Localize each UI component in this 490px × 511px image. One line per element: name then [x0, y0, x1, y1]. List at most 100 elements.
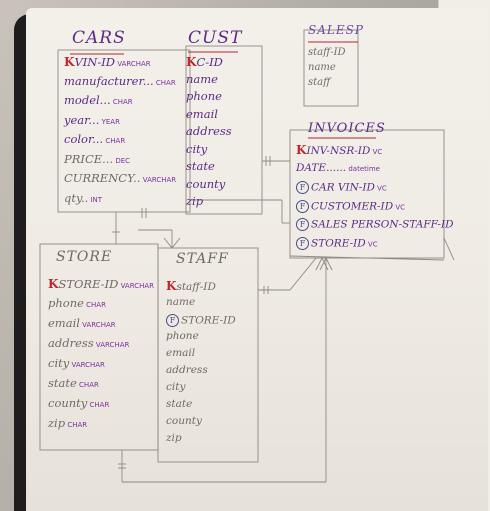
staff-field: phone	[166, 331, 199, 342]
foreign-key-marker: F	[296, 236, 309, 250]
field-name: email	[48, 316, 80, 330]
field-name: city	[48, 356, 70, 370]
store-field: city VARCHAR	[48, 356, 105, 370]
field-name: year...	[64, 112, 100, 127]
store-table-title: STORE	[56, 249, 113, 265]
field-name: address	[186, 124, 232, 138]
field-name: name	[308, 62, 336, 73]
store-field: email VARCHAR	[48, 316, 116, 330]
field-name: STORE-ID	[181, 314, 236, 327]
field-type: CHAR	[76, 381, 99, 389]
store-field: KSTORE-ID VARCHAR	[48, 278, 154, 291]
field-name: zip	[166, 432, 182, 444]
staff-field: state	[166, 399, 192, 410]
field-name: CURRENCY..	[64, 171, 141, 185]
cust-field: county	[186, 176, 226, 191]
staff-field: zip	[166, 433, 182, 444]
notebook-page: CARS KVIN-ID VARCHAR manufacturer... CHAR…	[26, 8, 488, 511]
salesp-field: staff-ID	[308, 48, 346, 58]
staff-field: email	[166, 348, 195, 359]
field-name: phone	[166, 330, 199, 342]
field-type: VC	[370, 148, 383, 156]
field-name: PRICE...	[64, 151, 114, 166]
field-name: county	[186, 176, 226, 191]
foreign-key-marker: F	[296, 218, 309, 231]
cust-field: name	[186, 71, 218, 86]
field-type: YEAR	[99, 117, 120, 126]
field-type: CHAR	[65, 421, 88, 429]
foreign-key-marker: F	[296, 199, 309, 213]
cars-field: KVIN-ID VARCHAR	[64, 56, 151, 69]
primary-key-marker: K	[186, 55, 197, 69]
primary-key-marker: K	[166, 279, 177, 293]
cust-field: state	[186, 159, 215, 173]
cust-field: email	[186, 108, 218, 121]
store-field: county CHAR	[48, 396, 110, 410]
cust-field: KC-ID	[186, 56, 223, 69]
field-name: state	[166, 398, 193, 410]
field-name: phone	[186, 89, 222, 103]
field-type: VARCHAR	[118, 282, 155, 290]
field-type: VC	[393, 203, 406, 211]
field-name: address	[48, 336, 94, 350]
store-field: address VARCHAR	[48, 336, 130, 350]
cars-field: PRICE... DEC	[64, 151, 131, 166]
field-name: C-ID	[196, 55, 223, 69]
field-type: DEC	[113, 156, 131, 165]
field-name: county	[48, 396, 88, 410]
field-type: VARCHAR	[79, 321, 116, 329]
invoices-table-title: INVOICES	[308, 121, 386, 136]
field-name: staff-ID	[176, 281, 216, 293]
cars-field: manufacturer... CHAR	[64, 75, 176, 88]
field-name: SALES PERSON-STAFF-ID	[311, 218, 454, 231]
field-name: staff	[308, 77, 331, 88]
cars-table-box	[57, 49, 191, 213]
field-name: staff-ID	[308, 47, 346, 58]
field-type: CHAR	[110, 98, 133, 106]
foreign-key-marker: F	[166, 314, 179, 327]
cars-field: year... YEAR	[64, 112, 120, 127]
field-type: VARCHAR	[93, 341, 130, 349]
field-name: CUSTOMER-ID	[311, 200, 394, 212]
cars-field: color... CHAR	[64, 133, 126, 146]
staff-field: county	[166, 416, 202, 427]
cust-field: zip	[186, 195, 203, 208]
primary-key-marker: K	[48, 277, 59, 291]
field-type: VC	[365, 240, 378, 248]
field-type: CHAR	[87, 401, 110, 409]
foreign-key-marker: F	[296, 181, 309, 194]
field-name: state	[186, 159, 215, 173]
field-name: city	[186, 141, 208, 156]
field-type: INT	[88, 195, 103, 204]
pencil-diagram-lines	[39, 29, 455, 483]
staff-table-title: STAFF	[176, 251, 229, 267]
field-name: STORE-ID	[311, 237, 366, 249]
field-name: phone	[48, 296, 84, 310]
field-type: CHAR	[83, 301, 106, 309]
staff-field: address	[166, 365, 208, 376]
field-name: qty..	[64, 190, 89, 205]
field-type: CHAR	[153, 78, 176, 87]
staff-table-box	[157, 247, 259, 463]
cars-table-title: CARS	[72, 28, 126, 48]
field-type: VC	[374, 184, 387, 193]
field-name: email	[166, 347, 196, 359]
field-name: name	[186, 71, 218, 86]
field-type: VARCHAR	[115, 60, 151, 68]
salesp-field: staff	[308, 78, 330, 88]
field-name: name	[166, 296, 196, 308]
cars-field: model... CHAR	[64, 94, 133, 107]
cust-field: phone	[186, 89, 222, 103]
salesp-table-title: SALESP	[308, 23, 364, 37]
cust-field: city	[186, 141, 208, 156]
invoices-field: DATE...... datetime	[296, 162, 380, 174]
field-name: INV-NSR-ID	[306, 145, 371, 157]
salesp-field: name	[308, 63, 336, 73]
store-field: phone CHAR	[48, 296, 106, 310]
staff-field: city	[166, 382, 185, 393]
field-type: CHAR	[103, 137, 126, 145]
